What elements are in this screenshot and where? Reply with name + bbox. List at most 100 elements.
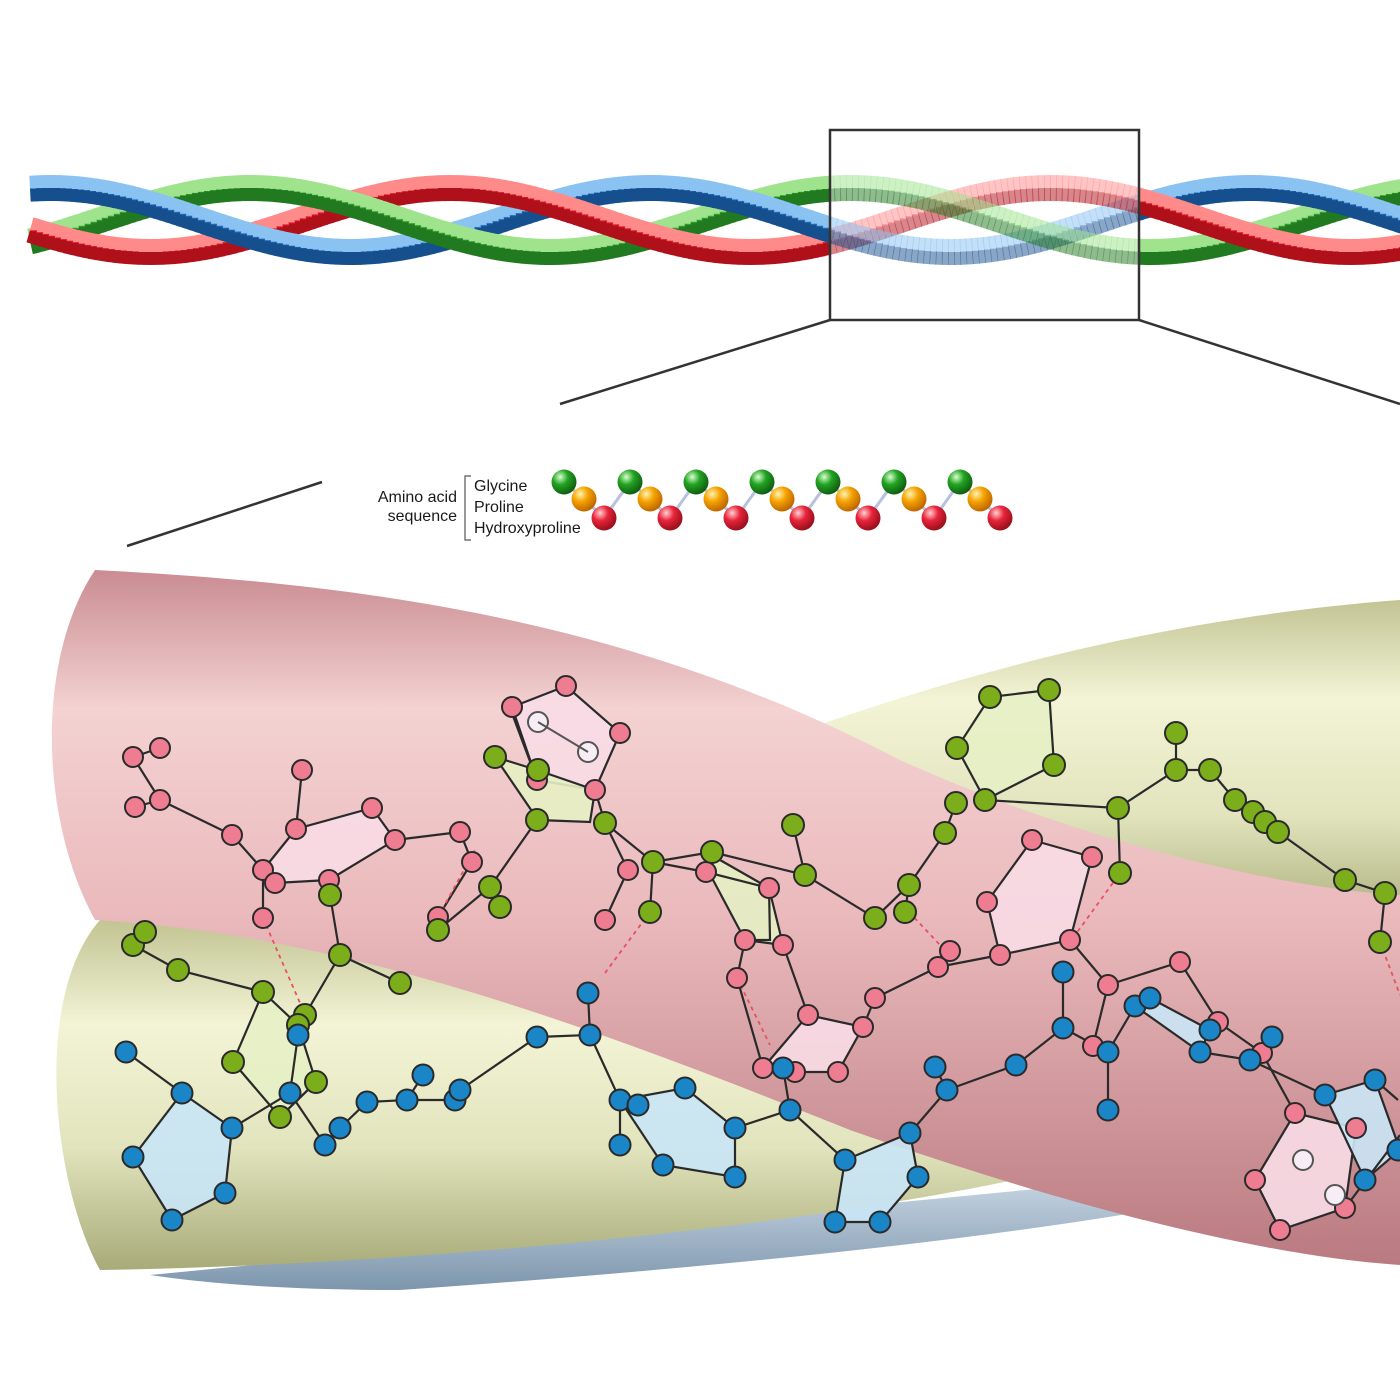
helix-strand-green — [1209, 231, 1222, 259]
helix-strand-blue — [1352, 193, 1367, 221]
helix-strand-red — [296, 205, 311, 233]
helix-strand-red — [308, 201, 323, 229]
helix-strand-green — [909, 181, 922, 209]
helix-strand-green — [74, 212, 89, 240]
pink-atom — [927, 956, 949, 978]
green-atom — [933, 821, 957, 845]
green-atom — [1333, 868, 1357, 892]
helix-strand-red — [657, 226, 670, 254]
pink-atom — [149, 789, 171, 811]
helix-strand-blue — [1005, 232, 1018, 260]
green-atom — [893, 900, 917, 924]
blue-atom — [160, 1208, 184, 1232]
helix-strand-blue — [711, 182, 724, 209]
green-atom — [525, 808, 549, 832]
green-atom — [304, 1070, 328, 1094]
helix-strand-green — [886, 177, 897, 205]
helix-strand-green — [1121, 237, 1130, 265]
helix-strand-blue — [734, 188, 748, 215]
helix-strand-red — [572, 199, 587, 227]
bond — [781, 944, 810, 1016]
helix-strand-green — [116, 198, 131, 226]
helix-strand-blue — [146, 191, 161, 219]
helix-strand-red — [994, 179, 1005, 206]
proline-bead — [967, 486, 993, 512]
helix-strand-red — [490, 178, 501, 205]
helix-strand-blue — [705, 180, 718, 208]
helix-strand-red — [796, 234, 807, 261]
helix-strand-green — [92, 206, 107, 234]
helix-strand-blue — [854, 225, 868, 253]
helix-strand-green — [221, 175, 230, 203]
helix-strand-blue — [794, 206, 809, 234]
helix-strand-green — [292, 178, 303, 206]
helix-strand-green — [1310, 200, 1325, 228]
blue-atom — [121, 1145, 145, 1169]
helix-strand-red — [507, 181, 520, 209]
helix-strand-blue — [261, 227, 274, 255]
helix-strand-blue — [382, 236, 393, 263]
helix-strand-green — [1114, 237, 1125, 264]
helix-strand-red — [1318, 237, 1328, 264]
hydroxyproline-bead — [789, 505, 815, 531]
helix-strand-blue — [1017, 229, 1030, 257]
helix-strand-blue — [82, 177, 93, 204]
helix-strand-blue — [1388, 204, 1400, 232]
helix-strand-red — [387, 180, 399, 207]
blue-atom — [213, 1181, 237, 1205]
pink-atom — [501, 696, 523, 718]
pink-atom — [1269, 1219, 1291, 1241]
helix-strand-green — [1052, 225, 1066, 252]
helix-strand-red — [1384, 236, 1395, 263]
glycine-bead — [749, 469, 775, 495]
helix-strand-blue — [1340, 189, 1354, 217]
helix-strand-red — [69, 229, 82, 257]
helix-strand-green — [1028, 217, 1043, 245]
helix-strand-green — [932, 187, 946, 215]
helix-strand-blue — [1094, 206, 1109, 234]
green-atom — [863, 906, 887, 930]
helix-strand-red — [184, 236, 195, 263]
blue-atom — [278, 1081, 302, 1105]
blue-atom — [1138, 986, 1162, 1010]
blue-atom — [1051, 1016, 1075, 1040]
helix-strand-red — [196, 234, 207, 261]
helix-strand-green — [86, 208, 101, 236]
helix-strand-red — [314, 199, 329, 227]
helix-strand-red — [700, 235, 711, 262]
helix-strand-blue — [117, 183, 130, 211]
helix-strand-red — [278, 211, 293, 239]
helix-strand-green — [580, 236, 591, 264]
helix-strand-green — [1203, 232, 1215, 260]
helix-strand-green — [692, 206, 707, 234]
helix-strand-green — [183, 180, 196, 208]
helix-strand-green — [897, 179, 909, 207]
pink-atom — [1081, 846, 1103, 868]
helix-strand-blue — [176, 200, 191, 228]
helix-strand-green — [380, 202, 395, 230]
collagen-triple-helix — [26, 130, 1400, 320]
helix-strand-green — [821, 175, 830, 203]
helix-strand-green — [1383, 180, 1396, 208]
blue-atom — [723, 1116, 747, 1140]
helix-strand-red — [614, 213, 629, 241]
helix-strand-blue — [729, 186, 742, 214]
helix-strand-red — [536, 188, 550, 216]
green-atom — [328, 943, 352, 967]
helix-strand-blue — [506, 202, 521, 230]
helix-strand-green — [315, 183, 328, 210]
green-atom — [1164, 758, 1188, 782]
pink-atom — [772, 934, 794, 956]
helix-strand-green — [502, 235, 513, 263]
blue-atom — [1004, 1053, 1028, 1077]
pink-atom — [827, 1061, 849, 1083]
helix-strand-green — [814, 176, 825, 203]
helix-strand-blue — [111, 182, 124, 209]
helix-strand-green — [1298, 204, 1313, 232]
helix-strand-red — [1214, 213, 1229, 241]
helix-strand-red — [381, 181, 394, 209]
helix-strand-blue — [254, 225, 268, 253]
helix-strand-green — [704, 202, 719, 230]
helix-strand-blue — [298, 234, 309, 262]
